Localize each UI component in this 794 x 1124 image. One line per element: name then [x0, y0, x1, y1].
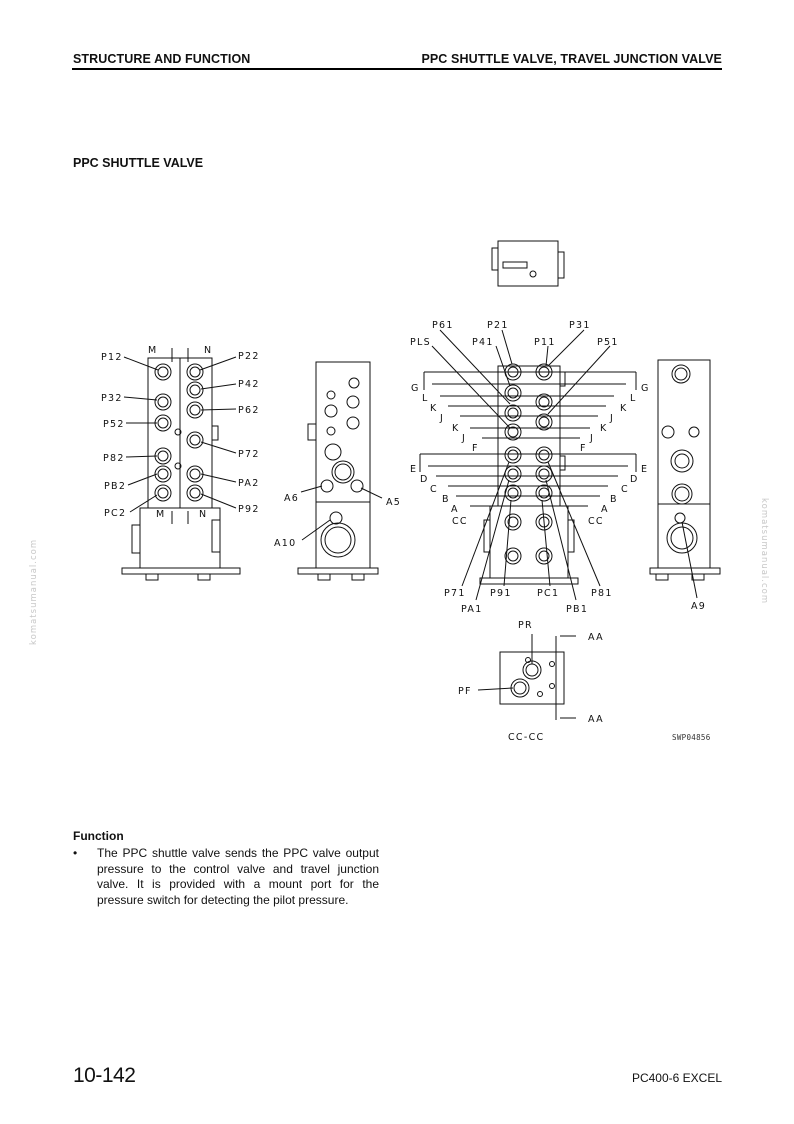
- label-p72: P72: [238, 449, 260, 460]
- label-aa-top: AA: [588, 632, 604, 643]
- rear-view: [649, 359, 721, 599]
- label-p21: P21: [487, 320, 509, 331]
- label-p51: P51: [597, 337, 619, 348]
- label-pc2: PC2: [104, 508, 126, 519]
- label-k2-right: K: [600, 423, 608, 434]
- function-text: The PPC shuttle valve sends the PPC valv…: [97, 846, 379, 907]
- label-pb1: PB1: [566, 604, 588, 615]
- label-p81: P81: [591, 588, 613, 599]
- label-cc-right: CC: [588, 516, 604, 527]
- main-view-labels: P61 P21 P31 PLS P41 P11 P51 G G L L K K …: [410, 320, 650, 615]
- label-pa1: PA1: [461, 604, 483, 615]
- header-rule: [72, 68, 722, 70]
- label-aa-bottom: AA: [588, 714, 604, 725]
- label-n-bottom: N: [199, 509, 207, 520]
- label-j-left: J: [439, 413, 444, 424]
- label-a5: A5: [386, 497, 401, 508]
- drawing-code: SWP04856: [672, 733, 711, 742]
- label-c-left: C: [430, 484, 438, 495]
- page-title: PPC SHUTTLE VALVE: [73, 156, 204, 170]
- label-l-left: L: [422, 393, 429, 404]
- label-m-top: M: [148, 345, 158, 356]
- label-p31: P31: [569, 320, 591, 331]
- header-section-title: STRUCTURE AND FUNCTION: [73, 52, 251, 66]
- label-k2-left: K: [452, 423, 460, 434]
- label-l-right: L: [630, 393, 637, 404]
- watermark-right: komatsumanual.com: [759, 498, 769, 604]
- label-a-right: A: [601, 504, 609, 515]
- label-k-right: K: [620, 403, 628, 414]
- label-d-left: D: [420, 474, 429, 485]
- label-p52: P52: [103, 419, 125, 430]
- label-n-top: N: [204, 345, 212, 356]
- label-pa2: PA2: [238, 478, 260, 489]
- label-j-right: J: [609, 413, 614, 424]
- label-g-right: G: [641, 383, 650, 394]
- bullet-marker: •: [73, 846, 78, 860]
- section-caption: CC-CC: [508, 732, 544, 743]
- label-j2-right: J: [589, 433, 594, 444]
- label-a-left: A: [451, 504, 459, 515]
- label-pr: PR: [518, 620, 533, 631]
- label-a10: A10: [274, 538, 297, 549]
- label-p82: P82: [103, 453, 125, 464]
- label-p91: P91: [490, 588, 512, 599]
- section-view-labels: PR PF AA AA CC-CC SWP04856: [458, 620, 711, 743]
- label-pc1: PC1: [537, 588, 559, 599]
- label-p62: P62: [238, 405, 260, 416]
- label-d-right: D: [630, 474, 639, 485]
- side-view-labels: A6 A5 A10: [274, 493, 401, 549]
- label-pls: PLS: [410, 337, 431, 348]
- model-name: PC400-6 EXCEL: [631, 1071, 722, 1085]
- label-pf: PF: [458, 686, 472, 697]
- label-e-left: E: [410, 464, 417, 475]
- label-p22: P22: [238, 351, 260, 362]
- label-a9: A9: [691, 601, 706, 612]
- rear-view-labels: A9: [691, 601, 706, 612]
- watermark-left: komatsumanual.com: [29, 539, 39, 645]
- label-b-left: B: [442, 494, 450, 505]
- label-pb2: PB2: [104, 481, 126, 492]
- section-cc-view: [477, 634, 576, 720]
- label-p71: P71: [444, 588, 466, 599]
- header-topic-title: PPC SHUTTLE VALVE, TRAVEL JUNCTION VALVE: [421, 52, 722, 66]
- label-m-bottom: M: [156, 509, 166, 520]
- function-paragraph: • The PPC shuttle valve sends the PPC va…: [73, 846, 379, 908]
- main-view: [419, 329, 637, 601]
- label-p32: P32: [101, 393, 123, 404]
- label-p92: P92: [238, 504, 260, 515]
- label-p61: P61: [432, 320, 454, 331]
- label-p41: P41: [472, 337, 494, 348]
- label-f-left: F: [472, 443, 479, 454]
- label-f-right: F: [580, 443, 587, 454]
- front-view-labels: P12 P32 P52 P82 PB2 PC2 P22 P42 P62 P72 …: [101, 345, 260, 520]
- label-c-right: C: [621, 484, 629, 495]
- label-cc-left: CC: [452, 516, 468, 527]
- label-p42: P42: [238, 379, 260, 390]
- label-b-right: B: [610, 494, 618, 505]
- label-g-left: G: [411, 383, 420, 394]
- label-p11: P11: [534, 337, 556, 348]
- label-k-left: K: [430, 403, 438, 414]
- label-e-right: E: [641, 464, 648, 475]
- function-heading: Function: [73, 829, 124, 843]
- label-p12: P12: [101, 352, 123, 363]
- label-a6: A6: [284, 493, 299, 504]
- page-number: 10-142: [73, 1064, 136, 1087]
- top-view: [491, 240, 565, 287]
- side-view: [297, 361, 383, 581]
- label-j2-left: J: [461, 433, 466, 444]
- front-view: [121, 348, 241, 581]
